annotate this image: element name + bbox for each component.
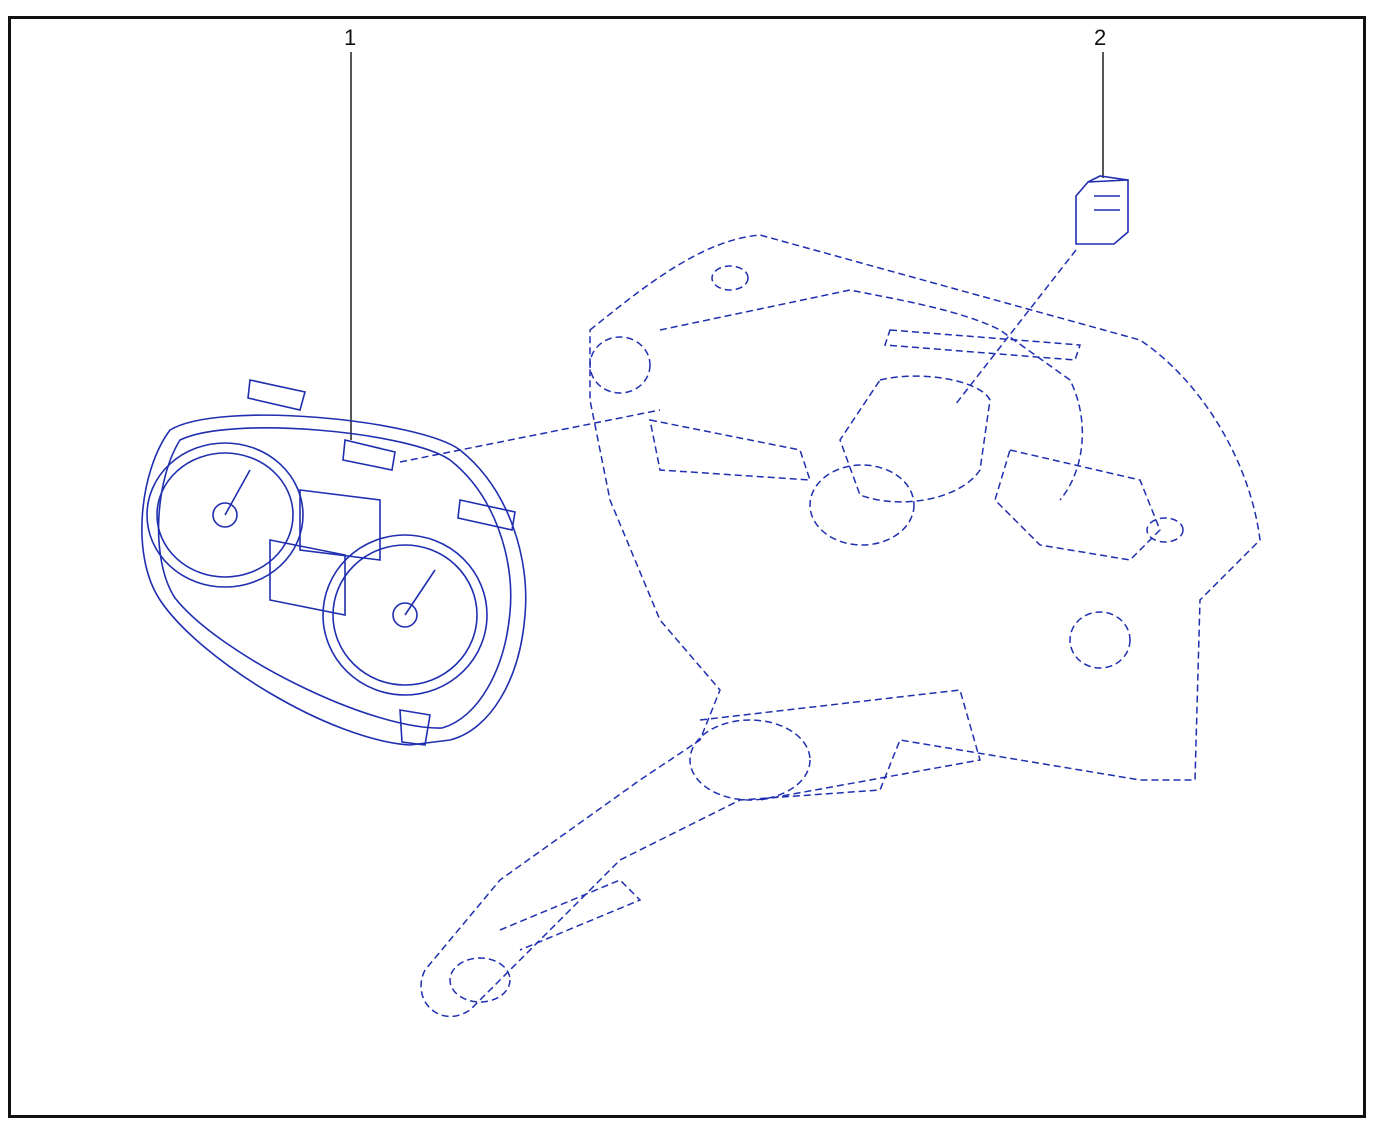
cluster-install-line <box>399 409 661 463</box>
switch-install-line <box>954 249 1077 406</box>
callout-1: 1 <box>344 25 356 440</box>
instrument-cluster-icon <box>141 379 527 746</box>
callout-2: 2 <box>1094 25 1106 178</box>
callout-2-label: 2 <box>1094 25 1106 50</box>
callout-1-label: 1 <box>344 25 356 50</box>
switch-module-icon <box>1075 175 1129 245</box>
dashboard-outline-icon <box>420 234 1261 1018</box>
figure-frame <box>8 16 1366 1118</box>
